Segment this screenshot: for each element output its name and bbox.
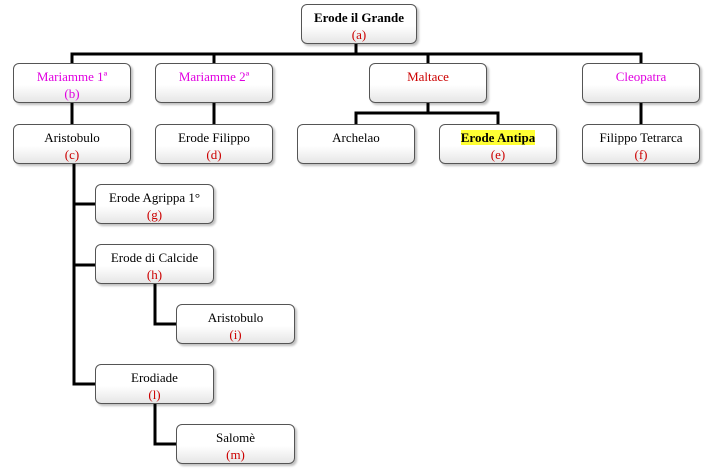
- node-code: (d): [206, 147, 222, 162]
- node-name: Cleopatra: [615, 69, 667, 84]
- node-erode-il-grande: Erode il Grande (a): [301, 4, 417, 44]
- node-name: Erode Antipa: [440, 129, 556, 146]
- node-name: Erode di Calcide: [110, 250, 199, 265]
- node-salome: Salomè (m): [176, 424, 295, 464]
- node-erode-agrippa: Erode Agrippa 1° (g): [95, 184, 214, 224]
- node-name: Archelao: [332, 130, 380, 145]
- node-mariamme-2: Mariamme 2ª: [155, 63, 273, 103]
- node-aristobulo-i: Aristobulo (i): [176, 304, 295, 344]
- node-name: Salomè: [216, 430, 255, 445]
- node-name: Maltace: [407, 69, 449, 84]
- node-maltace: Maltace: [369, 63, 487, 103]
- node-aristobulo: Aristobulo (c): [13, 124, 131, 164]
- node-name: Erode Agrippa 1°: [108, 190, 201, 205]
- node-name: Aristobulo: [207, 310, 264, 325]
- node-code: (g): [146, 207, 163, 222]
- node-name: Erode il Grande: [313, 10, 405, 25]
- node-code: (i): [229, 327, 242, 342]
- node-code: (a): [351, 27, 367, 42]
- node-erode-antipa: Erode Antipa (e): [439, 124, 557, 164]
- node-erodiade: Erodiade (l): [95, 364, 214, 404]
- node-code: (f): [634, 147, 648, 162]
- node-mariamme-1: Mariamme 1ª (b): [13, 63, 131, 103]
- highlighted-name: Erode Antipa: [460, 130, 536, 145]
- node-cleopatra: Cleopatra: [582, 63, 700, 103]
- node-code: (e): [490, 147, 506, 162]
- node-code: (c): [64, 147, 80, 162]
- node-code: (b): [64, 86, 80, 101]
- node-name: Erodiade: [131, 370, 178, 385]
- node-code: (l): [148, 387, 161, 402]
- node-filippo-tetrarca: Filippo Tetrarca (f): [582, 124, 700, 164]
- node-erode-di-calcide: Erode di Calcide (h): [95, 244, 214, 284]
- node-name: Aristobulo: [44, 130, 100, 145]
- node-code: (m): [226, 447, 245, 462]
- node-erode-filippo: Erode Filippo (d): [155, 124, 273, 164]
- node-name: Mariamme 2ª: [178, 69, 250, 84]
- node-archelao: Archelao: [297, 124, 415, 164]
- node-name: Erode Filippo: [178, 130, 250, 145]
- node-name: Mariamme 1ª: [36, 69, 108, 84]
- node-code: (h): [146, 267, 163, 282]
- node-name: Filippo Tetrarca: [599, 130, 683, 145]
